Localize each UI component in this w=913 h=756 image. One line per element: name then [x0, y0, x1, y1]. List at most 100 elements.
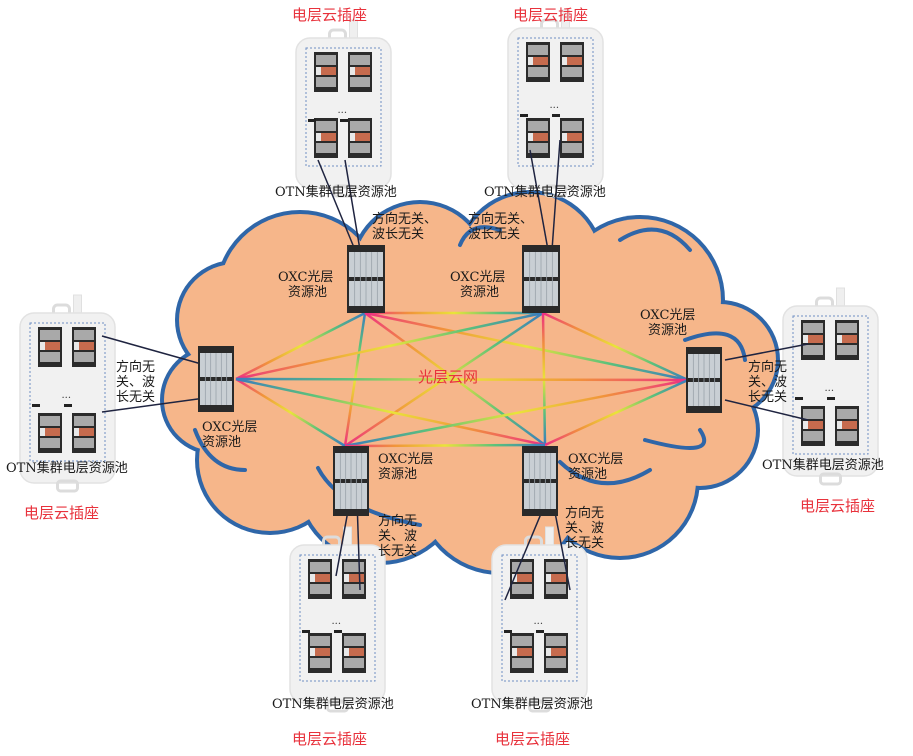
oxc-label-line2: 资源池	[288, 285, 328, 300]
oxc-label-line2: 资源池	[378, 467, 418, 482]
oxc-label-line1: OXC光层	[378, 452, 434, 467]
otn-card-panel	[562, 45, 582, 55]
otn-card-panel	[512, 636, 532, 646]
otn-card-port-block	[528, 133, 533, 141]
otn-card-panel	[837, 409, 857, 419]
ellipsis-text: ...	[62, 390, 72, 401]
oxc-label-line1: OXC光层	[450, 270, 506, 285]
otn-card-port-block	[350, 133, 355, 141]
oxc-left-label: OXC光层 资源池	[202, 420, 257, 450]
oxc-bottom-left-device	[333, 446, 369, 516]
socket-bottom-tab	[528, 699, 551, 713]
cdc-connector-line	[724, 343, 809, 361]
cloud-inner-arc	[458, 225, 502, 247]
otn-card-ports	[344, 648, 364, 656]
otn-card-port-block	[350, 67, 355, 75]
cdc-line: 方向无关、	[372, 212, 438, 227]
cdc-line: 波长无关	[468, 227, 521, 242]
otn-card-panel	[837, 431, 857, 441]
mesh-link-oxc-top-right-to-oxc-right	[542, 311, 689, 382]
otn-card-panel	[40, 416, 60, 426]
otn-card-panel	[803, 431, 823, 441]
oxc-left-device	[198, 346, 234, 412]
socket-bottom-left-pool-label: OTN集群电层资源池	[272, 697, 394, 712]
otn-card-ports	[528, 133, 548, 141]
socket-bottom-tab	[56, 479, 79, 493]
pool-dashed-boundary	[792, 315, 869, 455]
otn-card-port-block	[74, 342, 79, 350]
oxc-top-right-label: OXC光层 资源池	[450, 270, 505, 300]
otn-card-ports	[837, 335, 857, 343]
oxc-top-right-device	[522, 245, 560, 313]
ellipsis-text: ...	[332, 616, 342, 627]
otn-card-panel	[562, 143, 582, 153]
mesh-link-oxc-left-to-oxc-right	[235, 377, 689, 382]
otn-card-port-block	[512, 648, 517, 656]
cdc-line: 方向无	[565, 506, 605, 521]
otn-card-panel	[512, 584, 532, 594]
otn-card-ports	[803, 421, 823, 429]
socket-top-left-drawing: ...	[295, 19, 392, 198]
plug-slot	[552, 114, 560, 117]
cdc-line: 长无关	[116, 390, 156, 405]
oxc-label-line2: 资源池	[460, 285, 500, 300]
otn-card-panel	[40, 352, 60, 362]
otn-card-ports	[528, 57, 548, 65]
oxc-label-line2: 资源池	[568, 467, 608, 482]
otn-card-ports	[512, 648, 532, 656]
otn-card-ports	[350, 67, 370, 75]
otn-card-ports	[837, 421, 857, 429]
socket-bottom-tab	[332, 184, 355, 198]
otn-card-port-block	[837, 335, 842, 343]
plug-slot	[504, 630, 512, 633]
otn-card-ports	[562, 133, 582, 141]
otn-card-ports	[512, 574, 532, 582]
oxc-bottom-right-device	[522, 446, 558, 516]
otn-card-port-block	[74, 428, 79, 436]
plug-slot	[827, 397, 835, 400]
otn-card-panel	[40, 438, 60, 448]
otn-card-panel	[344, 584, 364, 594]
ellipsis-text: ...	[534, 616, 544, 627]
otn-card-port-block	[310, 574, 315, 582]
cdc-line: 关、波	[748, 375, 788, 390]
cloud-inner-arc	[193, 428, 247, 472]
cdc-line: 长无关	[378, 544, 418, 559]
oxc-label-line1: OXC光层	[202, 420, 258, 435]
socket-bottom-tab	[326, 699, 349, 713]
otn-card-panel	[546, 658, 566, 668]
otn-card-panel	[512, 658, 532, 668]
otn-card-ports	[562, 57, 582, 65]
otn-card-port-block	[837, 421, 842, 429]
plug-slot	[334, 630, 342, 633]
otn-card-port-block	[562, 133, 567, 141]
ellipsis-text: ...	[338, 105, 348, 116]
ellipsis-text: ...	[825, 383, 835, 394]
otn-card-ports	[74, 342, 94, 350]
mesh-link-oxc-left-to-oxc-bottom-left	[235, 377, 346, 448]
otn-card-panel	[310, 562, 330, 572]
cloud-inner-arc	[558, 460, 652, 486]
socket-bottom-right-pool-label: OTN集群电层资源池	[471, 697, 593, 712]
plug-slot	[536, 630, 544, 633]
otn-card-ports	[310, 648, 330, 656]
otn-card-port-block	[546, 648, 551, 656]
cdc-line: 方向无	[116, 360, 156, 375]
oxc-label-line1: OXC光层	[278, 270, 334, 285]
otn-card-panel	[528, 143, 548, 153]
socket-top-right-title: 电层云插座	[513, 6, 589, 24]
otn-card-panel	[803, 345, 823, 355]
pool-dashed-boundary	[501, 554, 578, 682]
otn-card-panel	[40, 330, 60, 340]
socket-right-pool-label: OTN集群电层资源池	[762, 458, 884, 473]
plug-slot	[64, 404, 72, 407]
mesh-links	[235, 311, 689, 448]
cdc-connector-line	[551, 139, 561, 251]
oxc-label-line1: OXC光层	[640, 308, 696, 323]
otn-card-port-block	[316, 67, 321, 75]
cdc-connector-line	[724, 399, 809, 421]
pool-dashed-boundary	[29, 322, 106, 462]
otn-card-port-block	[40, 342, 45, 350]
otn-card-port-block	[316, 133, 321, 141]
